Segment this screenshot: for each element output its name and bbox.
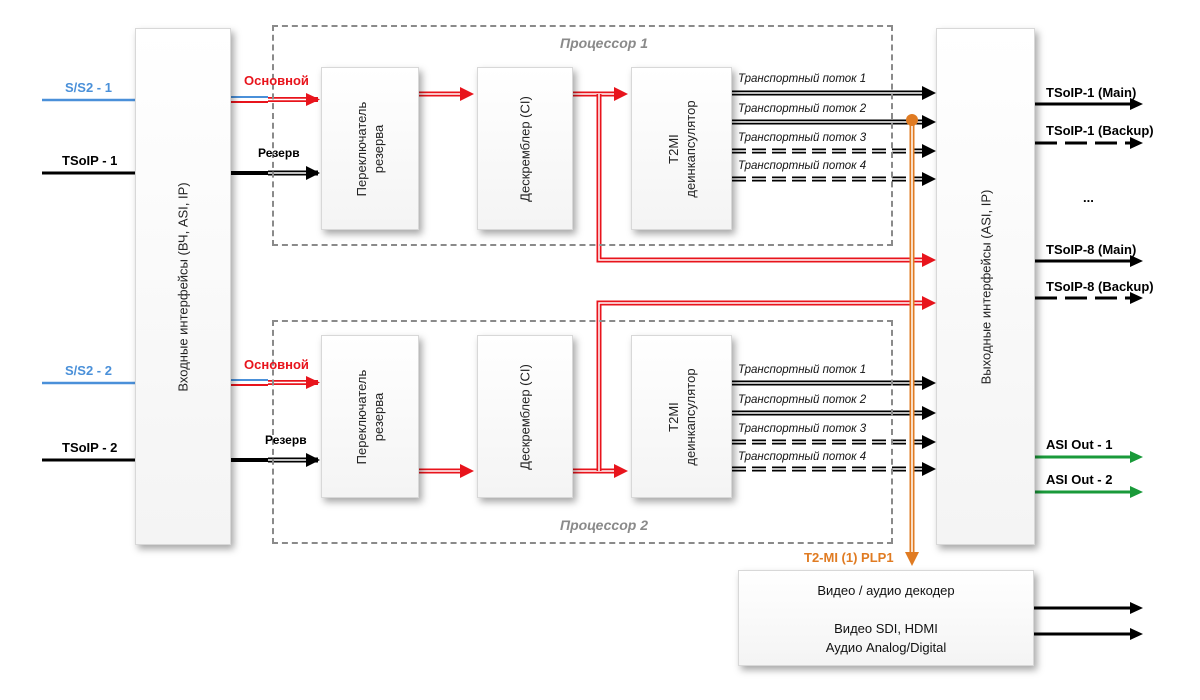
p2-switch-to-descrambler [419,464,474,478]
p1-backup-switch: Переключатель резерва [321,67,419,230]
p1-backup-switch-label: Переключатель резерва [354,101,386,196]
p1-t2mi-decapsulator-label: T2MI деинкапсулятор [665,99,698,198]
p1-descrambler-label: Дескремблер (CI) [517,95,533,202]
p1-primary-label: Основной [244,73,309,88]
p2-t2mi-decapsulator: T2MI деинкапсулятор [631,335,732,498]
output-interfaces-block: Выходные интерфейсы (ASI, IP) [936,28,1035,545]
processor-2-title: Процессор 2 [560,517,648,533]
processor-2-frame [272,320,893,544]
p1-backup-arrow [231,166,320,180]
av-decoder-video: Видео SDI, HDMI [834,621,938,636]
input-label-ss2-1: S/S2 - 1 [65,80,112,95]
av-decoder-block: Видео / аудио декодер Видео SDI, HDMI Ау… [738,570,1034,666]
p1-backup-label: Резерв [258,146,300,160]
p1-descrambler: Дескремблер (CI) [477,67,573,230]
p2-stream-4-label: Транспортный поток 4 [738,451,867,463]
p1-stream-4-label: Транспортный поток 4 [738,160,867,172]
p2-stream-1-label: Транспортный поток 1 [738,364,867,376]
p1-stream-3-label: Транспортный поток 3 [738,132,867,144]
p2-descrambler-to-decap [573,296,936,478]
p2-descrambler: Дескремблер (CI) [477,335,573,498]
output-label-asi-out-1: ASI Out - 1 [1046,437,1113,452]
t2mi-tap-line [905,114,919,566]
p2-t2mi-decapsulator-label: T2MI деинкапсулятор [665,367,698,466]
p2-stream-arrows [732,376,936,476]
output-label-asi-out-2: ASI Out - 2 [1046,472,1113,487]
p2-primary-label: Основной [244,357,309,372]
p2-backup-switch-label: Переключатель резерва [354,369,386,464]
input-interfaces-block: Входные интерфейсы (ВЧ, ASI, IP) [135,28,231,545]
input-label-tsoip-2: TSoIP - 2 [62,440,118,455]
av-decoder-audio: Аудио Analog/Digital [825,640,947,655]
output-label-tsoip-1-backup: TSoIP-1 (Backup) [1046,123,1154,138]
input-interfaces-label: Входные интерфейсы (ВЧ, ASI, IP) [175,181,191,392]
p1-primary-arrow [231,93,320,106]
processor-1-frame [272,25,893,246]
p1-switch-to-descrambler [419,87,474,101]
output-arrows [1035,98,1143,498]
p2-primary-arrow [231,376,320,389]
p2-descrambler-label: Дескремблер (CI) [517,363,533,470]
av-decoder-title: Видео / аудио декодер [817,583,955,598]
output-label-tsoip-8-backup: TSoIP-8 (Backup) [1046,279,1154,294]
output-interfaces-label: Выходные интерфейсы (ASI, IP) [978,189,993,384]
input-label-ss2-2: S/S2 - 2 [65,363,112,378]
p1-stream-arrows [732,86,936,186]
p2-stream-3-label: Транспортный поток 3 [738,423,867,435]
p1-descrambler-to-decap [573,87,936,267]
t2mi-plp-label: T2-MI (1) PLP1 [804,550,894,565]
output-label-tsoip-1-main: TSoIP-1 (Main) [1046,85,1137,100]
p1-stream-2-label: Транспортный поток 2 [738,103,867,115]
p2-backup-arrow [231,453,320,467]
output-label-tsoip-8-main: TSoIP-8 (Main) [1046,242,1137,257]
input-label-tsoip-1: TSoIP - 1 [62,153,118,168]
p2-backup-switch: Переключатель резерва [321,335,419,498]
p2-backup-label: Резерв [265,433,307,447]
p2-stream-2-label: Транспортный поток 2 [738,394,867,406]
decoder-output-arrows [1034,602,1143,640]
output-ellipsis: ... [1083,190,1094,205]
p1-stream-1-label: Транспортный поток 1 [738,73,867,85]
p1-t2mi-decapsulator: T2MI деинкапсулятор [631,67,732,230]
processor-1-title: Процессор 1 [560,35,648,51]
